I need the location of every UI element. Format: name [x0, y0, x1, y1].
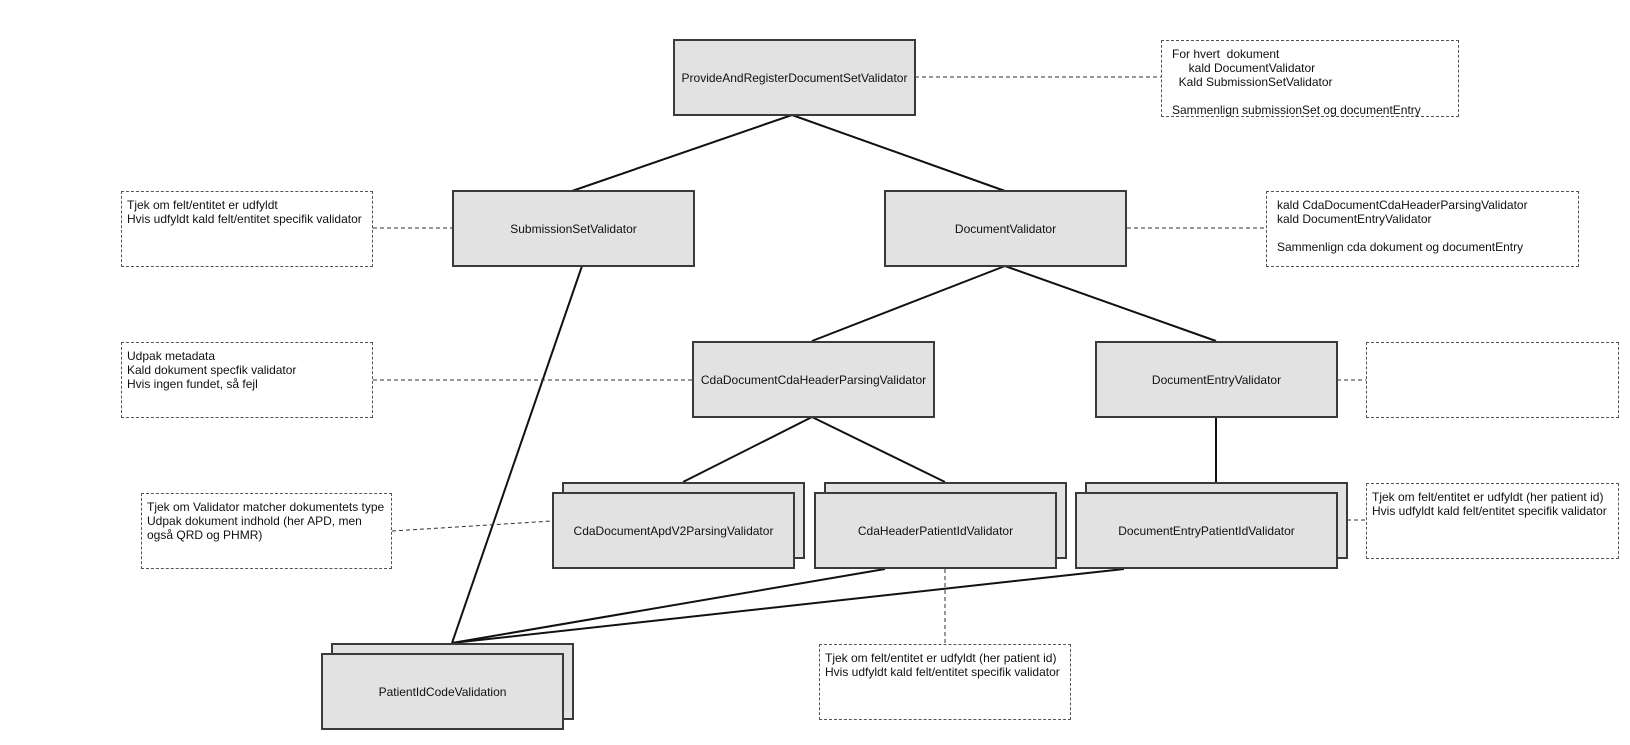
- edge-provide-document: [791, 114, 1006, 192]
- node-cda-header-patient-id-validator[interactable]: CdaHeaderPatientIdValidator: [814, 492, 1057, 569]
- node-document-validator[interactable]: DocumentValidator: [884, 190, 1127, 267]
- note-document-entry: [1366, 342, 1619, 418]
- node-submission-set-validator[interactable]: SubmissionSetValidator: [452, 190, 695, 267]
- node-document-entry-patient-id-validator[interactable]: DocumentEntryPatientIdValidator: [1075, 492, 1338, 569]
- node-provide-and-register-document-set-validator[interactable]: ProvideAndRegisterDocumentSetValidator: [673, 39, 916, 116]
- node-patient-id-code-validation[interactable]: PatientIdCodeValidation: [321, 653, 564, 730]
- edge-submission-patientidcode: [451, 265, 583, 644]
- note-apd-parsing: Tjek om Validator matcher dokumentets ty…: [141, 493, 392, 569]
- edge-cdaheader-patientid: [811, 416, 946, 483]
- note-provide: For hvert dokument kald DocumentValidato…: [1161, 40, 1459, 117]
- node-cda-document-apd-v2-parsing-validator[interactable]: CdaDocumentApdV2ParsingValidator: [552, 492, 795, 569]
- note-document: kald CdaDocumentCdaHeaderParsingValidato…: [1266, 191, 1579, 267]
- edge-entrypatientid-patientidcode: [451, 568, 1125, 644]
- edge-document-cdaheader: [811, 265, 1006, 342]
- edge-cdaheader-apd: [682, 416, 813, 483]
- node-document-entry-validator[interactable]: DocumentEntryValidator: [1095, 341, 1338, 418]
- note-cda-header-parsing: Udpak metadata Kald dokument specfik val…: [121, 342, 373, 418]
- note-header-patient-id: Tjek om felt/entitet er udfyldt (her pat…: [819, 644, 1071, 720]
- node-cda-document-cda-header-parsing-validator[interactable]: CdaDocumentCdaHeaderParsingValidator: [692, 341, 935, 418]
- edge-document-entry: [1004, 265, 1217, 342]
- note-link-apd: [391, 520, 553, 532]
- edge-headerpatientid-patientidcode: [451, 568, 886, 644]
- note-submission-set: Tjek om felt/entitet er udfyldt Hvis udf…: [121, 191, 373, 267]
- edge-provide-submission: [571, 114, 793, 192]
- note-entry-patient-id: Tjek om felt/entitet er udfyldt (her pat…: [1366, 483, 1619, 559]
